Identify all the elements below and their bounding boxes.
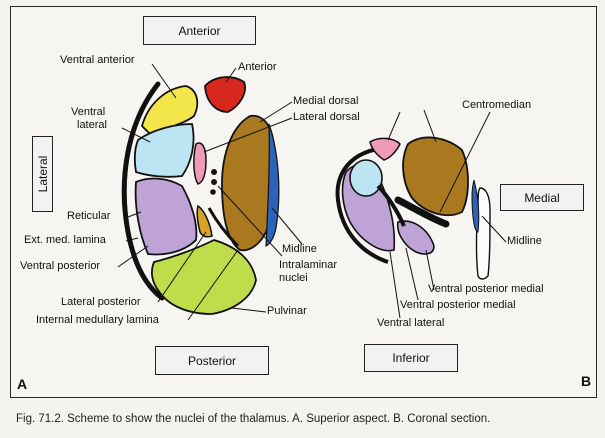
medial-orientation-box: Medial xyxy=(500,184,584,211)
inferior-orientation-box: Inferior xyxy=(364,344,458,372)
label-medial-dorsal: Medial dorsal xyxy=(293,95,358,107)
posterior-orientation-box: Posterior xyxy=(155,346,269,375)
label-midline-a: Midline xyxy=(282,243,317,255)
label-internal-medullary-lamina: Internal medullary lamina xyxy=(36,314,159,326)
label-vpm-2: Ventral posterior medial xyxy=(400,299,516,311)
coronal-third-ventricle-stem xyxy=(477,188,491,279)
medial-orientation-text: Medial xyxy=(524,191,559,205)
label-ventral-lateral-line2: lateral xyxy=(77,119,107,131)
label-intralaminar-line2: nuclei xyxy=(279,272,308,284)
intralaminar-dot xyxy=(211,169,217,175)
label-lateral-dorsal: Lateral dorsal xyxy=(293,111,360,123)
anterior-nucleus xyxy=(205,77,245,112)
label-ventral-anterior: Ventral anterior xyxy=(60,54,135,66)
label-ventral-lateral-b: Ventral lateral xyxy=(377,317,444,329)
intralaminar-dot xyxy=(210,189,216,195)
label-anterior: Anterior xyxy=(238,61,277,73)
coronal-lateral-dorsal-nucleus xyxy=(370,138,400,160)
ventral-lateral-nucleus xyxy=(135,124,194,177)
label-intralaminar-line1: Intralaminar xyxy=(279,259,337,271)
lateral-orientation-text: Lateral xyxy=(36,156,50,193)
lateral-orientation-box: Lateral xyxy=(32,136,53,212)
label-midline-b: Midline xyxy=(507,235,542,247)
label-ventral-posterior: Ventral posterior xyxy=(20,260,100,272)
coronal-light-blue-nucleus xyxy=(350,160,382,196)
anterior-orientation-box: Anterior xyxy=(143,16,256,45)
label-centromedian: Centromedian xyxy=(462,99,531,111)
ventral-posterior-nucleus xyxy=(136,179,197,255)
label-vpm-1: Ventral posterior medial xyxy=(428,283,544,295)
panel-letter-b: B xyxy=(581,373,591,389)
anterior-orientation-text: Anterior xyxy=(178,24,220,38)
lateral-dorsal-nucleus xyxy=(194,143,206,184)
label-reticular: Reticular xyxy=(67,210,110,222)
coronal-midline-shape xyxy=(472,180,479,232)
label-ventral-lateral-line1: Ventral xyxy=(71,106,105,118)
label-pulvinar: Pulvinar xyxy=(267,305,307,317)
figure-caption: Fig. 71.2. Scheme to show the nuclei of … xyxy=(16,413,596,425)
panel-letter-a: A xyxy=(17,376,27,392)
posterior-orientation-text: Posterior xyxy=(188,354,236,368)
label-ext-med-lamina: Ext. med. lamina xyxy=(24,234,106,246)
inferior-orientation-text: Inferior xyxy=(392,351,429,365)
intralaminar-dot xyxy=(211,179,217,185)
label-lateral-posterior: Lateral posterior xyxy=(61,296,141,308)
